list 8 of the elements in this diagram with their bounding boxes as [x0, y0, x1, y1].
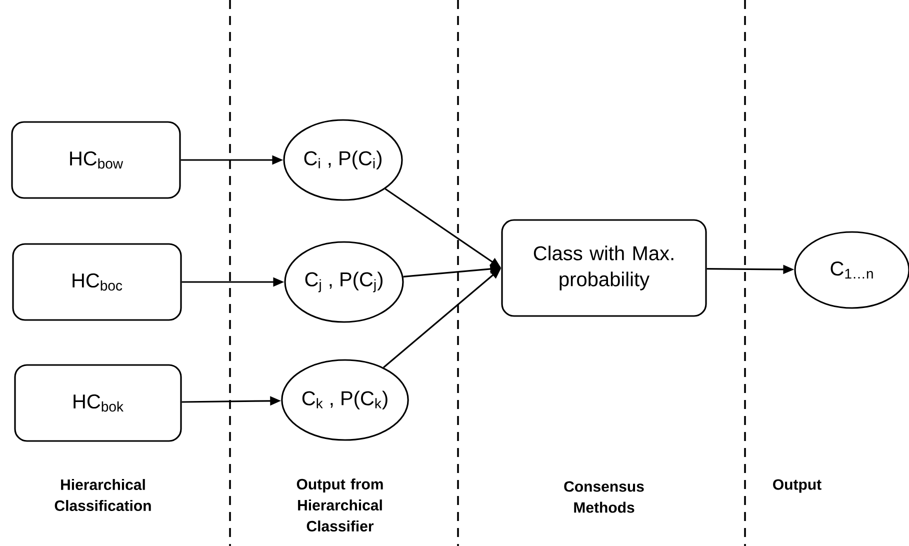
column-heading: Consensus Methods [564, 481, 644, 513]
column-heading: Output from Hierarchical Classifier [296, 478, 383, 532]
column-heading: Output [773, 479, 822, 493]
column-heading: Hierarchical Classification [54, 479, 151, 511]
process-box: Class with Max. probability [501, 219, 707, 317]
process-box: HC$_{bow}$ [11, 121, 181, 199]
process-box: HC$_{bok}$ [14, 364, 182, 442]
process-box: HC$_{boc}$ [12, 243, 182, 321]
